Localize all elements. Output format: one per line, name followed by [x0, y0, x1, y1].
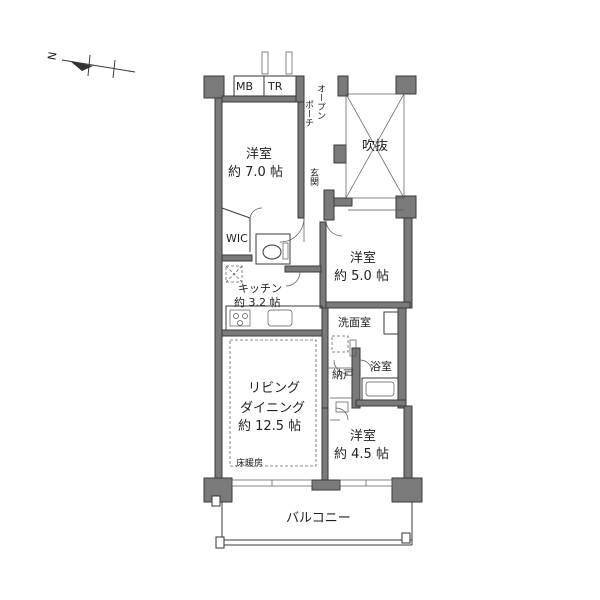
- open-porch-label: オープン ポーチ: [303, 84, 326, 127]
- balcony-label: バルコニー: [286, 511, 351, 526]
- utility-boxes: MB TR: [233, 75, 297, 97]
- western2-name: 洋室: [350, 250, 376, 266]
- western1-size: 約 7.0 帖: [228, 165, 283, 180]
- western3-size: 約 4.5 帖: [334, 447, 389, 462]
- western3-name: 洋室: [350, 428, 376, 444]
- void-area: [345, 93, 405, 211]
- kitchen-name: キッチン: [238, 282, 282, 295]
- north-label: N: [45, 51, 59, 61]
- ldk-size: 約 12.5 帖: [238, 419, 301, 434]
- room-labels: 洋室 約 7.0 帖 WIC オープン ポーチ 吹抜 玄関 洋室 約 5.0 帖…: [226, 84, 392, 526]
- washroom-label: 洗面室: [338, 315, 371, 329]
- balcony: [211, 495, 413, 549]
- door-swings: [279, 217, 373, 421]
- walls: [203, 75, 423, 503]
- kitchen-size: 約 3.2 帖: [234, 295, 281, 309]
- tr-label: TR: [267, 80, 283, 93]
- storage-marks: [328, 367, 352, 413]
- floor-heating-label: 床暖房: [236, 457, 263, 469]
- western1-name: 洋室: [246, 146, 272, 162]
- windows: [231, 479, 393, 487]
- ldk-line1: リビング: [248, 381, 300, 396]
- open-porch-line1: オープン: [315, 84, 326, 120]
- western2-size: 約 5.0 帖: [334, 269, 389, 284]
- void-label: 吹抜: [362, 138, 388, 154]
- wic-area: [221, 207, 263, 252]
- toilet-icon: [255, 233, 291, 265]
- porch-gate: [261, 51, 293, 75]
- north-arrow-icon: N: [45, 51, 136, 79]
- storage-label: 納戸: [332, 368, 354, 381]
- open-porch-line2: ポーチ: [303, 100, 314, 127]
- ldk-line2: ダイニング: [240, 401, 305, 416]
- floor-heating-area: [229, 339, 317, 467]
- washroom-fixtures: [331, 311, 399, 357]
- bathroom-label: 浴室: [370, 359, 392, 373]
- kitchen-counter: [225, 265, 323, 331]
- entrance-label: 玄関: [308, 167, 319, 187]
- wic-label: WIC: [226, 232, 248, 245]
- bathtub-icon: [361, 377, 399, 401]
- mb-label: MB: [236, 80, 253, 93]
